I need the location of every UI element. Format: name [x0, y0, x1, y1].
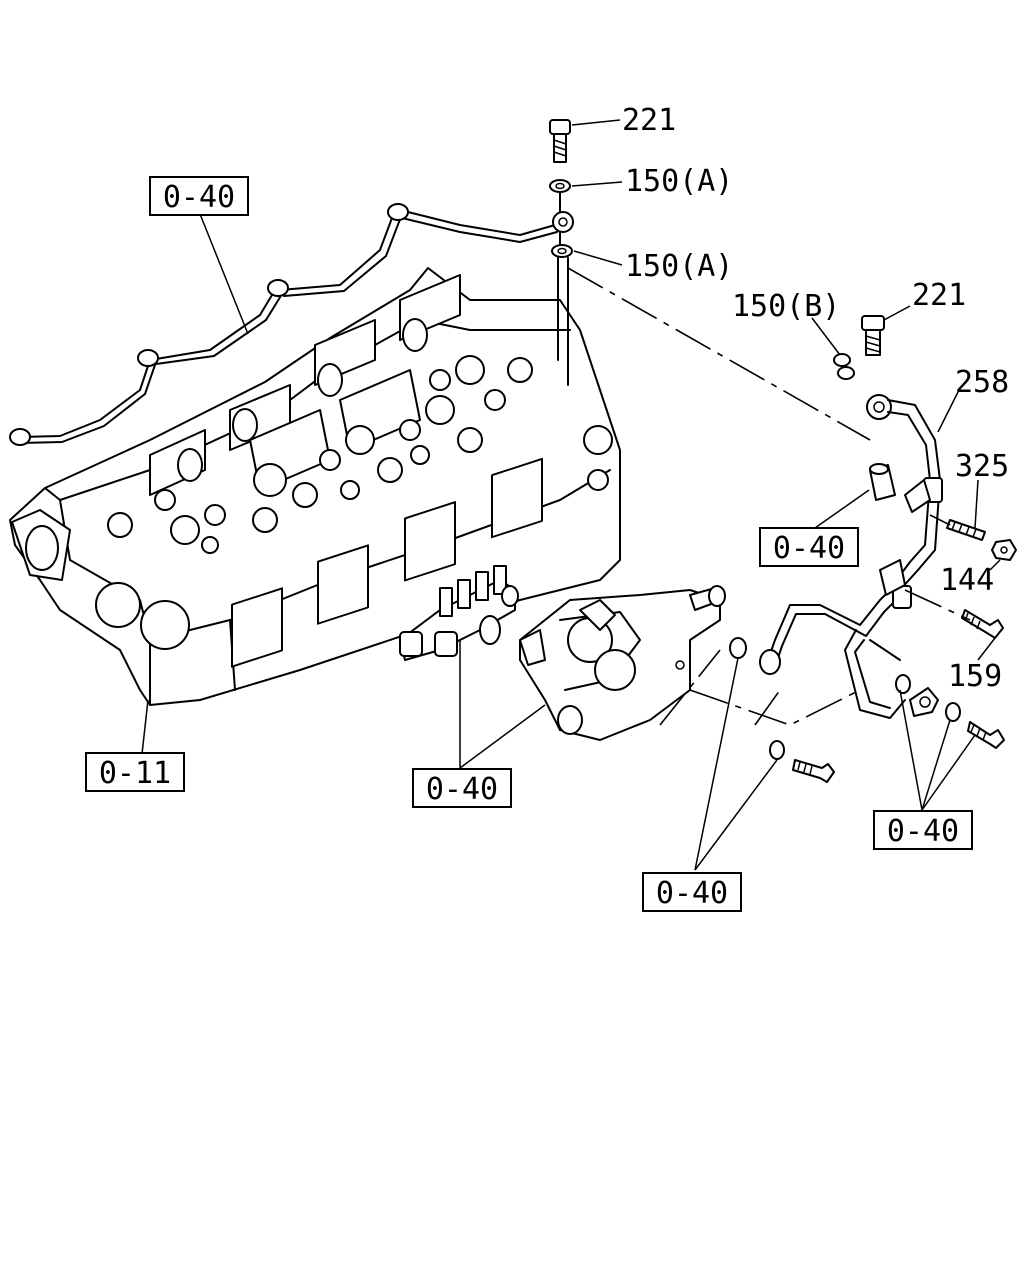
injector-sleeves	[177, 318, 428, 482]
svg-text:0-40: 0-40	[773, 531, 845, 566]
bolt-lower-right	[967, 721, 1005, 749]
svg-text:0-40: 0-40	[656, 876, 728, 911]
nut-144	[991, 539, 1017, 561]
bolt-159	[961, 609, 1004, 639]
clip-bracket-lower	[879, 559, 906, 596]
washer-150b	[833, 353, 855, 380]
gasket-a	[729, 637, 747, 659]
callout-325: 325	[955, 449, 1009, 484]
callout-150a-lower: 150(A)	[625, 249, 733, 284]
callout-221-right: 221	[912, 278, 966, 313]
clip-bracket-upper	[904, 479, 931, 513]
callout-150b: 150(B)	[732, 289, 840, 324]
ref-box-bottom-center: 0-40	[642, 872, 742, 912]
svg-text:0-11: 0-11	[99, 756, 171, 791]
stud-325	[946, 519, 986, 541]
ref-box-bottom-right: 0-40	[873, 810, 973, 850]
eye-bolt-221-right	[861, 315, 885, 356]
fuel-pipe-258	[759, 394, 943, 719]
gasket-c	[895, 674, 911, 694]
svg-text:0-40: 0-40	[163, 180, 235, 215]
ref-box-pump-left: 0-40	[412, 768, 512, 808]
eye-bolt-221-top	[549, 119, 571, 163]
gasket-b	[769, 740, 785, 760]
callout-221-top: 221	[622, 103, 676, 138]
washer-150a-upper	[549, 179, 571, 193]
common-rail	[399, 565, 519, 661]
svg-text:0-40: 0-40	[426, 772, 498, 807]
ref-box-cylinder-head: 0-11	[85, 752, 185, 792]
supply-pump	[519, 585, 726, 741]
svg-text:0-40: 0-40	[887, 814, 959, 849]
deck-holes	[107, 355, 533, 554]
union-fitting	[909, 687, 939, 717]
callout-258: 258	[955, 365, 1009, 400]
callout-144: 144	[940, 563, 994, 598]
ref-box-top-left: 0-40	[149, 176, 249, 216]
callout-150a-upper: 150(A)	[625, 164, 733, 199]
washer-150a-lower	[551, 244, 573, 258]
gasket-d	[945, 702, 961, 722]
callout-159: 159	[948, 659, 1002, 694]
ref-box-middle-right: 0-40	[759, 527, 859, 567]
leak-off-pipe	[9, 203, 574, 446]
bolt-lower-center	[792, 759, 835, 783]
